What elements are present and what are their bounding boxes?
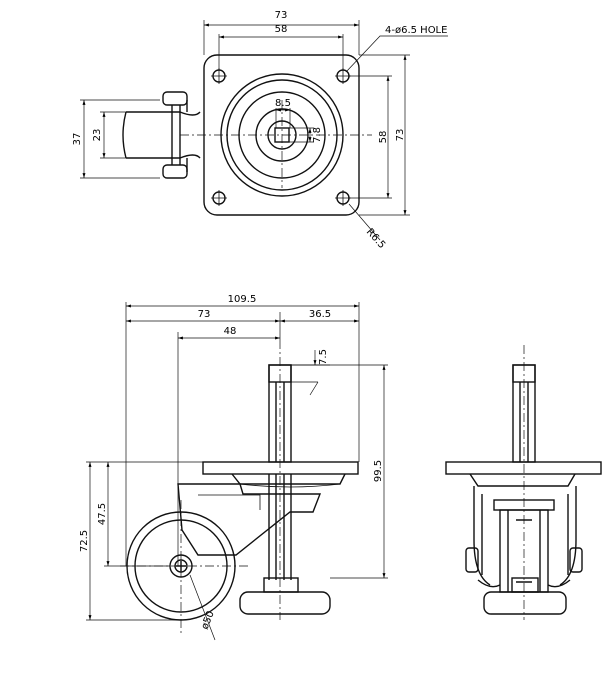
dim-height-outer: 73 <box>395 129 406 142</box>
dim-plate-offset: 73 <box>198 309 211 320</box>
leveling-pad <box>239 591 331 615</box>
front-pad <box>483 591 567 615</box>
dim-overall-length: 109.5 <box>228 294 257 305</box>
leveling-pad-base <box>263 577 299 593</box>
dim-total-height: 99.5 <box>373 460 384 482</box>
dim-axle-height: 47.5 <box>97 503 108 525</box>
front-view <box>445 345 602 620</box>
dim-plate-height: 72.5 <box>79 530 90 552</box>
dim-bracket-width: 37 <box>72 133 83 146</box>
dim-stem-height: 7.8 <box>312 127 323 143</box>
side-plate <box>202 461 359 475</box>
dim-wheel-diameter: ø50 <box>200 610 217 632</box>
top-view: 73 58 4-ø6.5 HOLE 58 73 8.5 7.8 R6.5 37 <box>72 10 448 251</box>
mounting-holes <box>211 68 351 206</box>
front-plate <box>445 461 602 475</box>
dim-hole-spacing-v: 58 <box>378 131 389 144</box>
hole-note: 4-ø6.5 HOLE <box>385 25 447 36</box>
dim-corner-radius: R6.5 <box>364 227 387 251</box>
dim-width-outer: 73 <box>275 10 288 21</box>
dim-stem-width: 8.5 <box>275 98 291 109</box>
dim-axle-offset: 48 <box>224 326 237 337</box>
dim-wheel-width: 23 <box>92 129 103 142</box>
dim-hole-spacing-h: 58 <box>275 24 288 35</box>
side-view: 109.5 73 36.5 48 7.5 99.5 72.5 47.5 ø50 <box>79 294 388 641</box>
dim-stem-to-edge: 36.5 <box>309 309 331 320</box>
dim-stem-top: 7.5 <box>318 349 329 365</box>
bracket-side <box>122 91 201 179</box>
